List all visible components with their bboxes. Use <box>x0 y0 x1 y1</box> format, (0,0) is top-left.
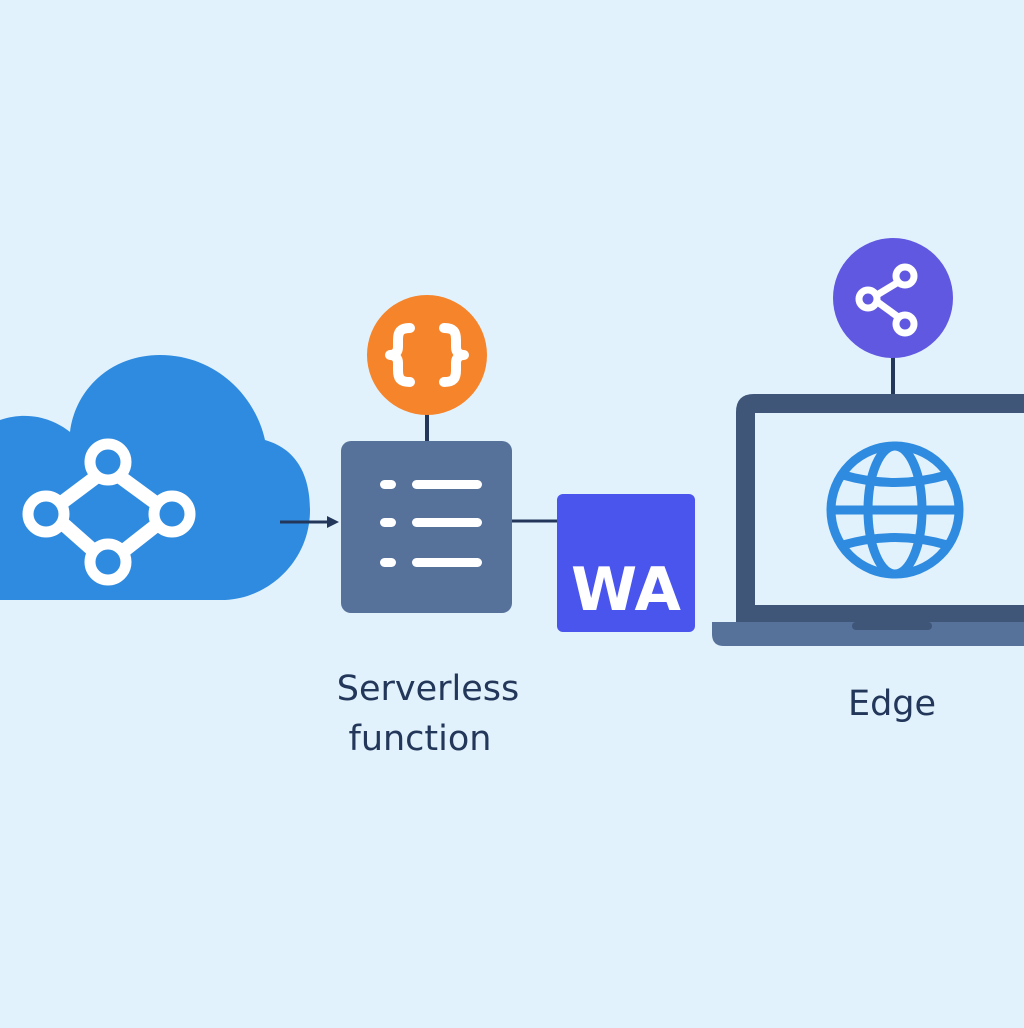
wasm-badge-text: WA <box>571 555 681 625</box>
share-icon <box>833 238 953 358</box>
edge-label: Edge <box>848 684 936 724</box>
webassembly-icon: WA <box>557 494 695 632</box>
server-list-icon <box>341 441 512 613</box>
serverless-label-line2: function <box>349 719 492 759</box>
code-braces-icon <box>367 295 487 415</box>
globe-icon <box>826 441 964 579</box>
serverless-label-line1: Serverless <box>337 669 520 709</box>
cloud-network-icon <box>0 355 310 600</box>
